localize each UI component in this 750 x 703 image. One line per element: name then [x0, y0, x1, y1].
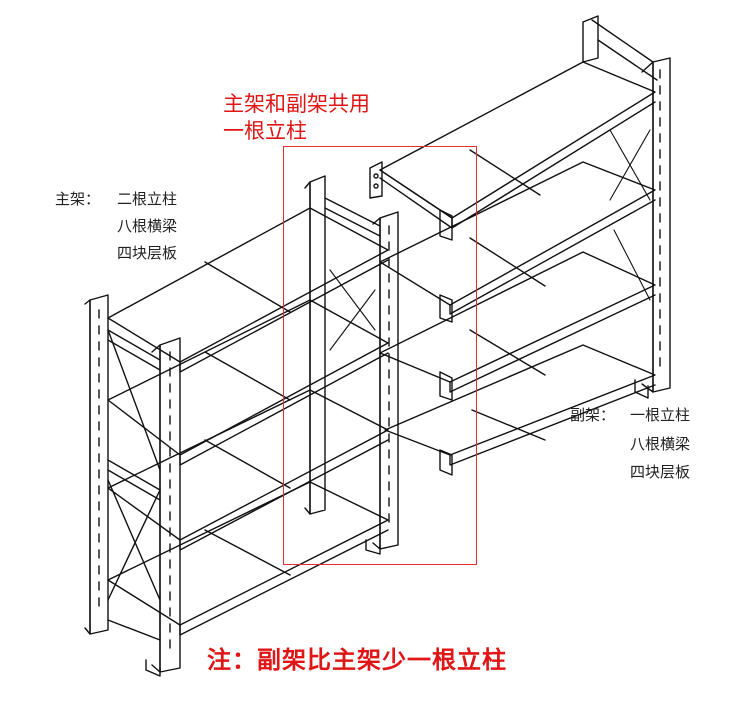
main-rack-shelves: [107, 207, 389, 636]
shared-upright-highlight-box: [283, 146, 477, 565]
sub-rack-shelves: [369, 61, 656, 476]
main-rack-upright-holes: [98, 225, 390, 649]
main-rack: [84, 175, 399, 677]
main-rack-left-front-upright: [145, 337, 181, 677]
sub-frame-line-1: 一根立柱: [630, 406, 691, 424]
main-rack-left-back-upright: [84, 294, 109, 635]
callout-line-2: 一根立柱: [223, 119, 307, 143]
main-frame-line-1: 二根立柱: [117, 190, 178, 208]
callout-line-1: 主架和副架共用: [223, 92, 370, 116]
main-frame-line-2: 八根横梁: [117, 217, 178, 235]
sub-frame-title: 副架：: [570, 406, 616, 424]
shared-middle-upright: [304, 175, 399, 555]
main-frame-line-3: 四块层板: [117, 244, 178, 262]
footnote: 注：副架比主架少一根立柱: [207, 646, 507, 674]
main-frame-title: 主架：: [55, 190, 101, 208]
sub-frame-line-2: 八根横梁: [630, 435, 691, 453]
sub-frame-line-3: 四块层板: [630, 463, 691, 481]
sub-rack-right-upright: [582, 15, 671, 399]
sub-rack: [369, 15, 671, 476]
